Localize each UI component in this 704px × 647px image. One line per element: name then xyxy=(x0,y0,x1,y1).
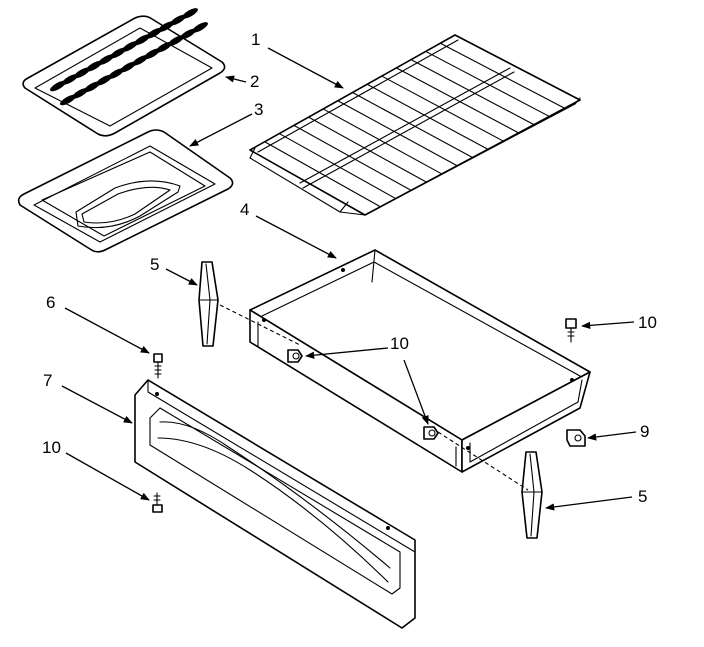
grid-slot xyxy=(74,67,90,79)
grid-slot xyxy=(156,41,172,53)
grid-slot xyxy=(132,55,148,66)
broiler-grid-part xyxy=(22,8,226,137)
leader-lines xyxy=(61,47,637,511)
grid-slot xyxy=(192,22,208,33)
callout-7: 7 xyxy=(43,371,52,390)
screw-10-right-part xyxy=(565,318,577,343)
callout-2: 2 xyxy=(250,72,259,91)
alignment-dashed-line xyxy=(437,431,529,491)
callout-10-lower-left: 10 xyxy=(42,438,61,457)
storage-drawer-part xyxy=(249,249,591,473)
grid-slot xyxy=(120,61,136,73)
callout-9: 9 xyxy=(640,422,649,441)
grid-slot xyxy=(72,88,88,99)
rack-bar xyxy=(366,83,489,150)
callout-5-left: 5 xyxy=(150,255,159,274)
rack-bar xyxy=(351,91,474,159)
drawer-front-panel-part xyxy=(134,379,416,629)
rack-bar xyxy=(381,75,504,142)
grid-slot xyxy=(158,21,174,32)
rack-bar xyxy=(322,108,443,175)
grid-slot xyxy=(98,54,114,65)
rack-bar xyxy=(410,59,535,126)
rack-bar xyxy=(278,133,397,200)
grid-slot xyxy=(50,80,66,92)
callout-10-center: 10 xyxy=(390,334,409,353)
rack-bar xyxy=(308,116,427,183)
grid-slot xyxy=(62,74,78,85)
rack-bar xyxy=(439,42,566,109)
grid-slot xyxy=(170,14,186,26)
grid-slot xyxy=(122,41,138,52)
bolt-10-center-part xyxy=(287,349,303,363)
grid-slot xyxy=(84,81,100,93)
grid-slot xyxy=(110,47,126,59)
broiler-pan-part xyxy=(17,129,234,253)
rack-bar xyxy=(293,124,412,191)
callout-4: 4 xyxy=(240,200,249,219)
grid-slot xyxy=(182,8,198,19)
grid-slot xyxy=(108,68,124,79)
grid-slot xyxy=(146,27,162,39)
grid-slot xyxy=(180,28,196,40)
grid-slot xyxy=(86,60,102,72)
rack-bar xyxy=(337,100,458,167)
bracket-9-part xyxy=(566,429,586,447)
screw-10-lower-part xyxy=(152,492,163,513)
drawer-slide-right-part xyxy=(521,451,543,539)
callout-6: 6 xyxy=(46,293,55,312)
grid-slot xyxy=(168,35,184,46)
oven-rack-part xyxy=(249,34,581,216)
grid-slot xyxy=(96,74,112,86)
rack-bar xyxy=(395,67,520,134)
callout-10-right: 10 xyxy=(638,313,657,332)
callout-5-right: 5 xyxy=(638,487,647,506)
screw-6-part xyxy=(153,353,163,379)
drawer-slide-left-part xyxy=(198,261,219,347)
alignment-dashed-line xyxy=(219,304,301,346)
grid-slot xyxy=(60,94,76,106)
grid-slot xyxy=(144,48,160,60)
bolt-10-drawer-part xyxy=(423,426,439,440)
callout-1: 1 xyxy=(251,30,260,49)
rack-bar xyxy=(425,50,550,117)
callout-3: 3 xyxy=(254,100,263,119)
rack-bar xyxy=(264,141,381,208)
grid-slot xyxy=(134,34,150,46)
